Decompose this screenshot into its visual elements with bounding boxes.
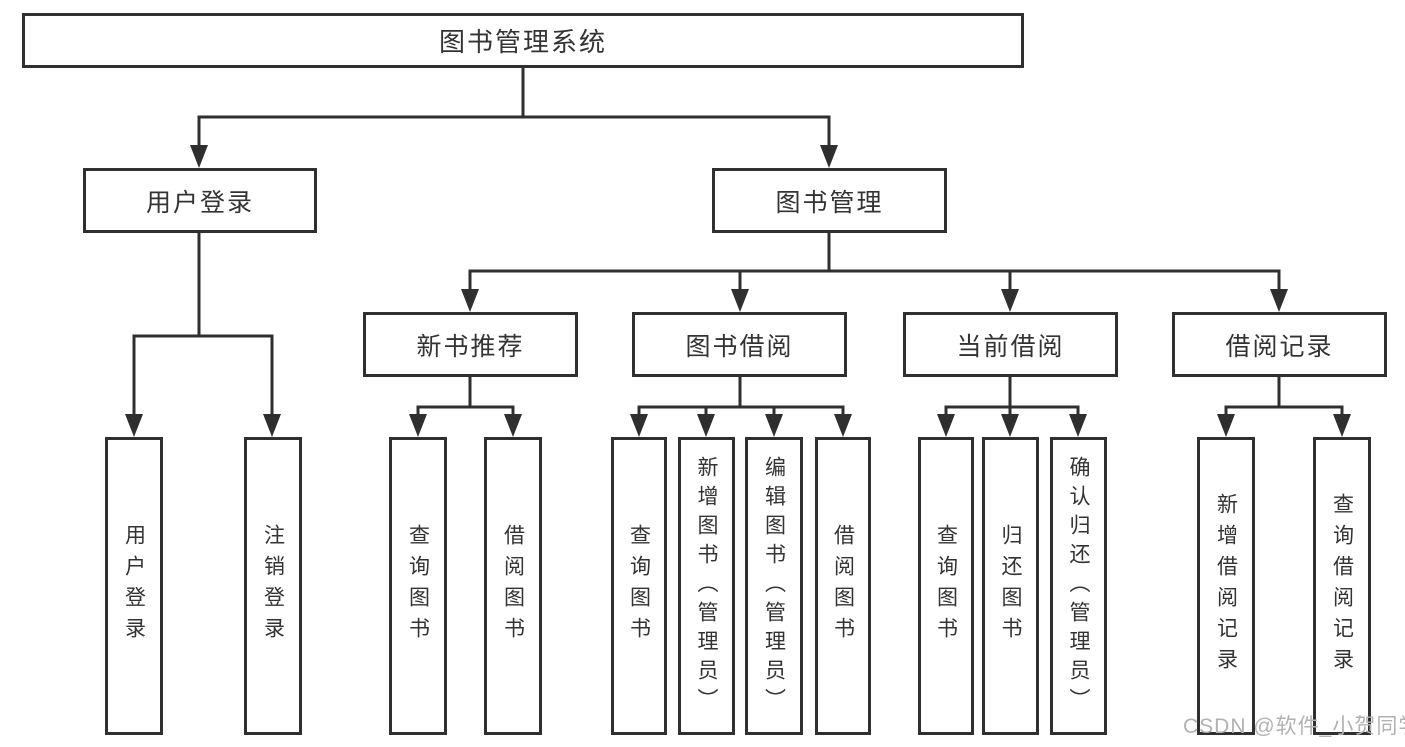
leaf-label: 查询借阅记录	[1330, 493, 1354, 679]
leaf-add-books-admin: 新增图书（管理员）	[678, 437, 735, 735]
leaf-query-books-current: 查询图书	[918, 437, 974, 735]
leaf-label: 新增图书（管理员）	[695, 455, 718, 717]
node-new-book-recommend: 新书推荐	[363, 312, 578, 377]
leaf-borrow-books-recommend: 借阅图书	[484, 437, 542, 735]
leaf-logout: 注销登录	[244, 437, 302, 735]
node-user-login: 用户登录	[83, 168, 317, 233]
node-borrow-records: 借阅记录	[1172, 312, 1387, 377]
leaf-label: 归还图书	[999, 524, 1022, 648]
leaf-label: 注销登录	[261, 524, 285, 648]
leaf-add-borrow-record: 新增借阅记录	[1197, 437, 1255, 735]
leaf-label: 编辑图书（管理员）	[762, 455, 786, 717]
leaf-label: 用户登录	[122, 524, 146, 648]
arrowheads	[125, 145, 1351, 437]
leaf-return-books: 归还图书	[982, 437, 1039, 735]
leaf-label: 借阅图书	[831, 524, 855, 648]
node-current-borrow: 当前借阅	[903, 312, 1118, 377]
leaf-label: 确认归还（管理员）	[1067, 455, 1090, 717]
node-book-borrow: 图书借阅	[632, 312, 847, 377]
leaf-confirm-return-admin: 确认归还（管理员）	[1050, 437, 1107, 735]
leaf-query-books-recommend: 查询图书	[389, 437, 447, 735]
leaf-query-books-borrow: 查询图书	[611, 437, 667, 735]
leaf-query-borrow-record: 查询借阅记录	[1313, 437, 1371, 735]
leaf-label: 查询图书	[406, 524, 430, 648]
leaf-edit-books-admin: 编辑图书（管理员）	[745, 437, 803, 735]
leaf-label: 查询图书	[627, 524, 651, 648]
leaf-label: 借阅图书	[501, 524, 525, 648]
leaf-borrow-books: 借阅图书	[815, 437, 871, 735]
leaf-label: 新增借阅记录	[1214, 493, 1238, 679]
node-book-management: 图书管理	[712, 168, 947, 233]
csdn-watermark: CSDN @软件_小贺同学	[1183, 715, 1405, 738]
node-root-system: 图书管理系统	[22, 13, 1024, 68]
leaf-user-login: 用户登录	[105, 437, 163, 735]
leaf-label: 查询图书	[934, 524, 958, 648]
